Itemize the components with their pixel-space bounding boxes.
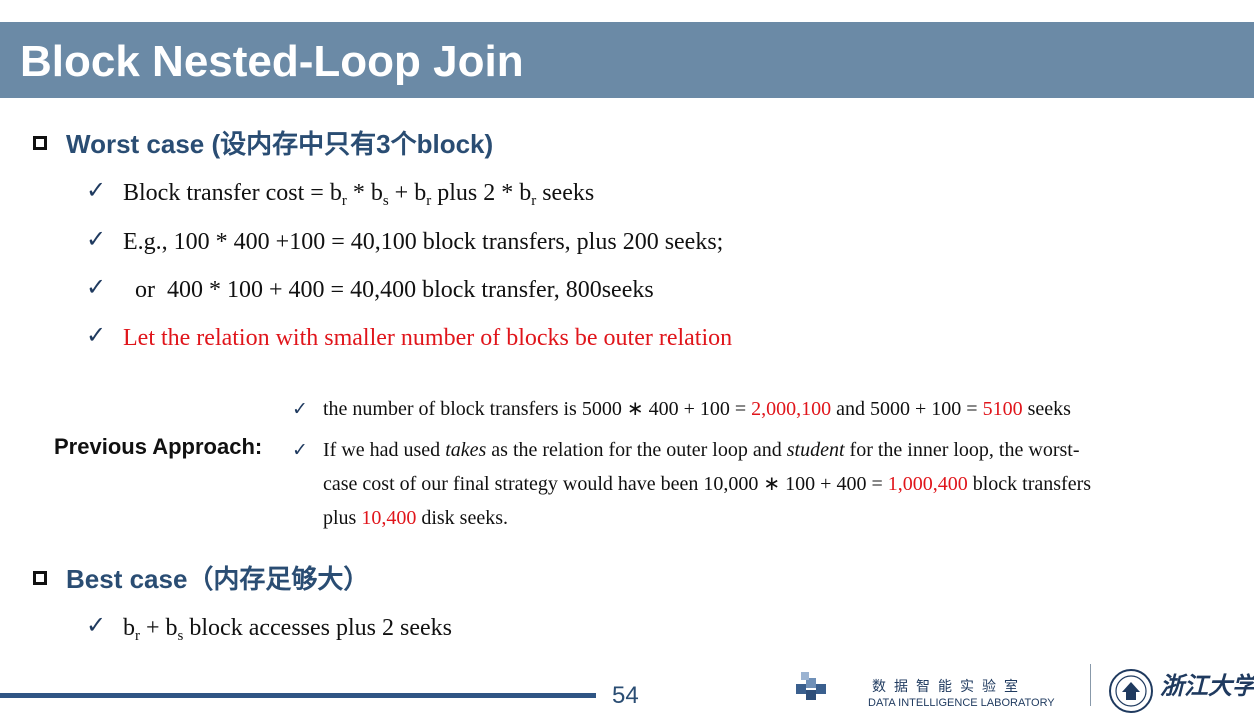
checkmark-icon: ✓ bbox=[86, 321, 107, 349]
lab-name-chinese: 数据智能实验室 bbox=[872, 679, 1026, 695]
checkmark-icon: ✓ bbox=[292, 398, 308, 420]
square-bullet-icon bbox=[33, 136, 47, 150]
checkmark-icon: ✓ bbox=[86, 611, 107, 639]
example-line-2: or 400 * 100 + 400 = 40,400 block transf… bbox=[123, 277, 654, 303]
lab-name-english: DATA INTELLIGENCE LABORATORY bbox=[868, 697, 1055, 709]
previous-line-2: If we had used takes as the relation for… bbox=[323, 439, 1080, 461]
footer-vertical-divider bbox=[1090, 664, 1091, 706]
previous-line-3: case cost of our final strategy would ha… bbox=[323, 473, 1092, 495]
checkmark-icon: ✓ bbox=[86, 225, 107, 253]
worst-case-heading: Worst case (设内存中只有3个block) bbox=[66, 129, 494, 159]
outer-relation-note: Let the relation with smaller number of … bbox=[123, 325, 733, 351]
footer-divider bbox=[0, 693, 596, 698]
example-line-1: E.g., 100 * 400 +100 = 40,100 block tran… bbox=[123, 229, 724, 255]
block-transfer-cost-line: Block transfer cost = br * bs + br plus … bbox=[123, 180, 595, 209]
lab-cubes-logo-icon bbox=[796, 672, 826, 700]
checkmark-icon: ✓ bbox=[86, 273, 107, 301]
title-bar bbox=[0, 22, 1254, 98]
slide-title: Block Nested-Loop Join bbox=[20, 37, 524, 86]
page-number: 54 bbox=[612, 682, 639, 709]
previous-line-4: plus 10,400 disk seeks. bbox=[323, 507, 509, 529]
checkmark-icon: ✓ bbox=[86, 176, 107, 204]
checkmark-icon: ✓ bbox=[292, 439, 308, 461]
square-bullet-icon bbox=[33, 571, 47, 585]
university-name: 浙江大学 bbox=[1160, 671, 1254, 700]
best-case-line: br + bs block accesses plus 2 seeks bbox=[123, 615, 452, 644]
previous-approach-label: Previous Approach: bbox=[54, 434, 263, 459]
best-case-heading: Best case（内存足够大） bbox=[66, 564, 370, 594]
previous-line-1: the number of block transfers is 5000 ∗ … bbox=[323, 398, 1071, 420]
zju-seal-icon bbox=[1109, 669, 1153, 713]
